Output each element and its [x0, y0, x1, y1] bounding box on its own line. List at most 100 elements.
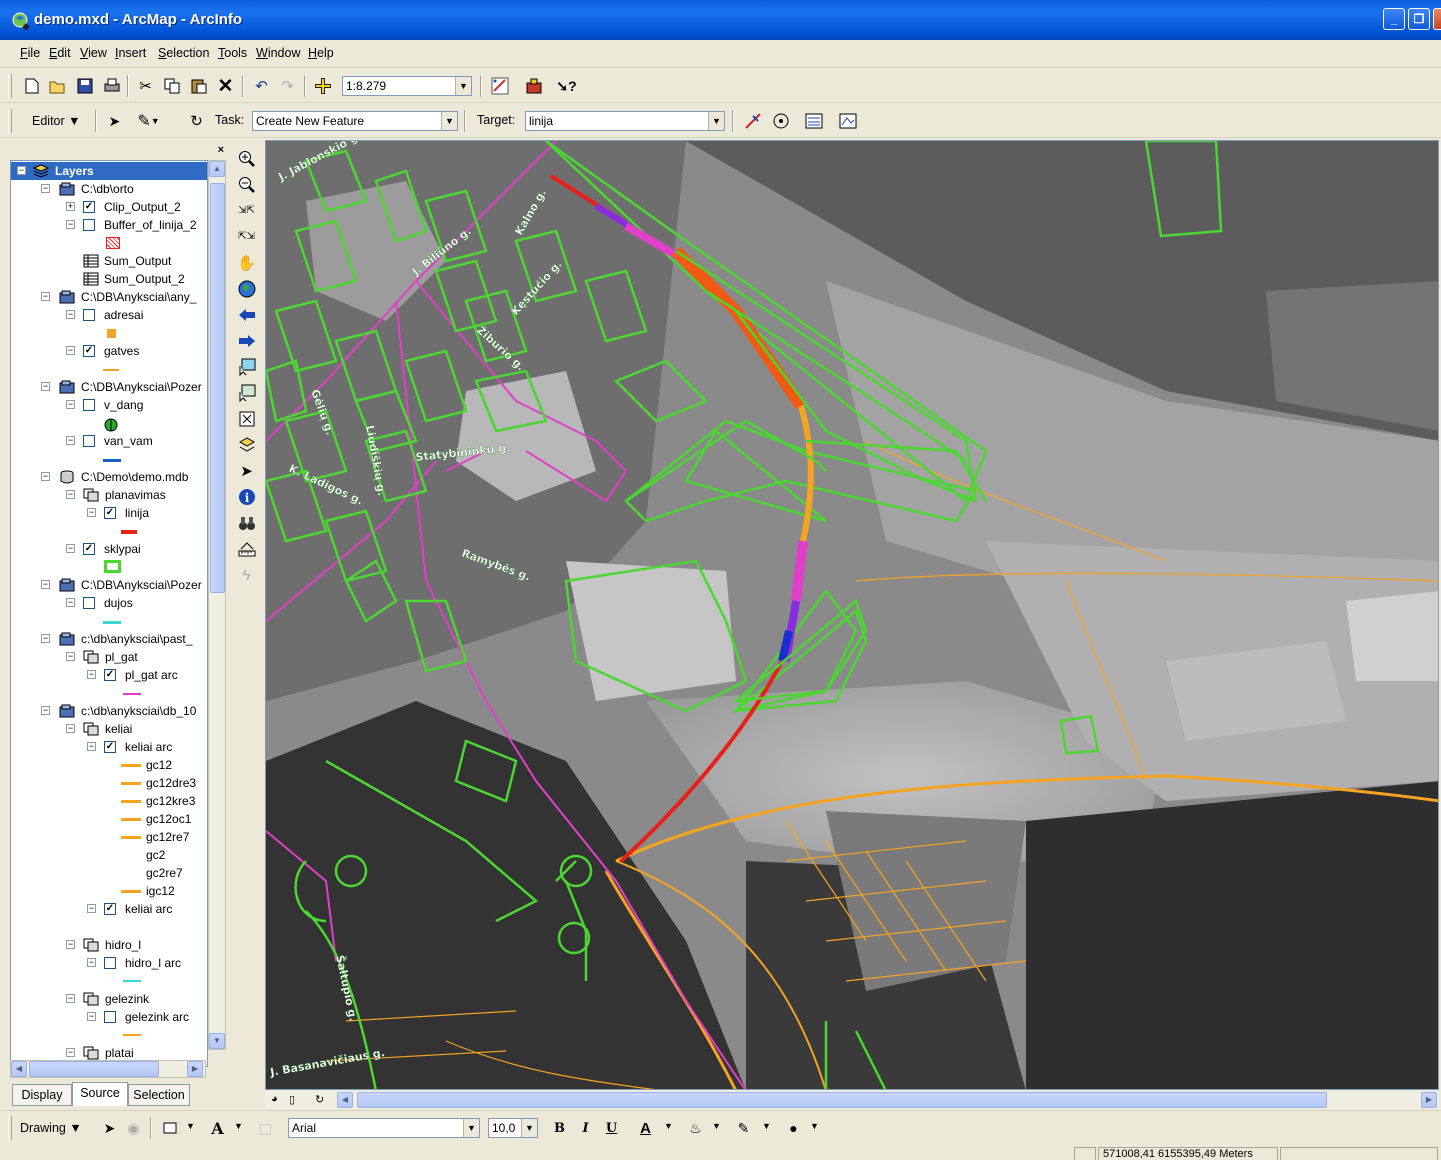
map-scale-combo[interactable]: 1:8.279▼: [342, 76, 472, 96]
new-document-icon[interactable]: [20, 75, 43, 97]
chevron-down-icon[interactable]: ▼: [441, 112, 457, 130]
chevron-down-icon[interactable]: ▼: [810, 1121, 819, 1131]
close-button[interactable]: [1433, 8, 1441, 30]
zoom-in-icon[interactable]: [235, 148, 258, 170]
chevron-down-icon[interactable]: ▼: [234, 1121, 243, 1131]
identify-icon[interactable]: i: [235, 486, 258, 508]
split-tool-icon[interactable]: [741, 110, 764, 132]
tab-selection[interactable]: Selection: [128, 1084, 190, 1106]
new-text-icon[interactable]: A: [211, 1118, 224, 1138]
fixed-zoom-in-icon[interactable]: ⇲⇱: [238, 205, 255, 216]
map-canvas[interactable]: J. Jablonskio g. J. Biliūno g. Kalno g. …: [266, 141, 1439, 1090]
forward-arrow-icon[interactable]: [235, 330, 258, 352]
sketch-properties-icon[interactable]: [836, 110, 859, 132]
target-combo[interactable]: linija▼: [525, 111, 725, 131]
select-elements-icon[interactable]: ➤: [103, 1119, 116, 1136]
layer-checkbox[interactable]: [83, 399, 95, 411]
edit-pointer-icon[interactable]: ➤: [108, 112, 121, 129]
zoom-out-icon[interactable]: [235, 174, 258, 196]
back-arrow-icon[interactable]: [235, 304, 258, 326]
save-icon[interactable]: [73, 75, 96, 97]
select-elements-arrow-icon[interactable]: ➤: [240, 463, 253, 480]
menu-view[interactable]: View: [80, 46, 107, 60]
line-color-icon[interactable]: ✎: [737, 1119, 750, 1136]
restore-button[interactable]: ❐: [1408, 8, 1430, 30]
underline-icon[interactable]: U: [605, 1120, 618, 1136]
layer-checkbox[interactable]: ✓: [83, 345, 95, 357]
layer-checkbox[interactable]: [83, 219, 95, 231]
arctoolbox-icon[interactable]: [522, 75, 545, 97]
rectangle-icon[interactable]: [158, 1117, 181, 1139]
select-features-icon[interactable]: [235, 356, 258, 378]
sketch-pencil-icon[interactable]: ✎▼: [137, 113, 160, 130]
layer-checkbox[interactable]: [104, 1011, 116, 1023]
layer-checkbox[interactable]: [83, 309, 95, 321]
layer-checkbox[interactable]: ✓: [104, 507, 116, 519]
refresh-icon[interactable]: ↻: [315, 1094, 325, 1106]
chevron-down-icon[interactable]: ▼: [521, 1119, 537, 1137]
data-view-icon[interactable]: ◕: [271, 1093, 278, 1105]
layer-checkbox[interactable]: [83, 597, 95, 609]
scrollbar-thumb[interactable]: [357, 1092, 1327, 1108]
menu-window[interactable]: Window: [256, 46, 301, 60]
rotate-icon[interactable]: ◉: [127, 1119, 140, 1136]
scroll-down-icon[interactable]: ▼: [209, 1033, 225, 1049]
menu-help[interactable]: Help: [308, 46, 334, 60]
copy-icon[interactable]: [160, 75, 183, 97]
menu-insert[interactable]: Insert: [115, 46, 147, 60]
layer-stack-icon[interactable]: [235, 434, 258, 456]
whats-this-help-icon[interactable]: ➘?: [556, 77, 577, 94]
redo-icon[interactable]: ↷: [281, 78, 294, 95]
task-combo[interactable]: Create New Feature▼: [252, 111, 458, 131]
menu-tools[interactable]: Tools: [218, 46, 248, 60]
font-color-icon[interactable]: A: [640, 1119, 651, 1137]
font-size-combo[interactable]: 10,0▼: [488, 1118, 538, 1138]
toc-vertical-scrollbar[interactable]: ▲ ▼: [208, 160, 226, 1050]
drawing-menu[interactable]: Drawing ▼: [20, 1121, 82, 1135]
undo-icon[interactable]: ↶: [255, 78, 268, 95]
layer-checkbox[interactable]: ✓: [104, 903, 116, 915]
editor-menu[interactable]: Editor ▼: [32, 114, 81, 128]
layer-checkbox[interactable]: ✓: [104, 669, 116, 681]
scroll-right-icon[interactable]: ▶: [1421, 1092, 1437, 1108]
select-elements-icon[interactable]: [235, 408, 258, 430]
minimize-button[interactable]: _: [1383, 8, 1405, 30]
find-binoculars-icon[interactable]: [235, 512, 258, 534]
chevron-down-icon[interactable]: ▼: [664, 1121, 673, 1131]
paste-icon[interactable]: [187, 75, 210, 97]
add-data-icon[interactable]: [311, 75, 334, 97]
tree-root-layers[interactable]: − Layers: [11, 162, 207, 180]
menu-file[interactable]: File: [20, 46, 41, 60]
scroll-left-icon[interactable]: ◀: [11, 1061, 27, 1077]
chevron-down-icon[interactable]: ▼: [762, 1121, 771, 1131]
chevron-down-icon[interactable]: ▼: [186, 1121, 195, 1131]
close-icon[interactable]: ×: [217, 144, 224, 156]
layout-view-icon[interactable]: ▯: [289, 1094, 296, 1106]
scroll-right-icon[interactable]: ▶: [187, 1061, 203, 1077]
chevron-down-icon[interactable]: ▼: [463, 1119, 479, 1137]
menu-selection[interactable]: Selection: [158, 46, 210, 60]
italic-icon[interactable]: I: [582, 1120, 589, 1136]
delete-icon[interactable]: ✕: [217, 75, 234, 97]
tab-source[interactable]: Source: [72, 1082, 128, 1106]
chevron-down-icon[interactable]: ▼: [455, 77, 471, 95]
layer-checkbox[interactable]: ✓: [104, 741, 116, 753]
scrollbar-thumb[interactable]: [210, 183, 225, 593]
layer-checkbox[interactable]: [83, 435, 95, 447]
layer-checkbox[interactable]: ✓: [83, 543, 95, 555]
hyperlink-lightning-icon[interactable]: ϟ: [242, 566, 251, 584]
attributes-icon[interactable]: [802, 110, 825, 132]
fixed-zoom-out-icon[interactable]: ⇱⇲: [238, 231, 255, 242]
rotate-icon[interactable]: ↻: [190, 113, 203, 130]
chevron-down-icon[interactable]: ▼: [708, 112, 724, 130]
open-folder-icon[interactable]: [46, 75, 69, 97]
menu-edit[interactable]: Edit: [49, 46, 71, 60]
cut-icon[interactable]: ✂: [139, 78, 152, 95]
font-combo[interactable]: Arial▼: [288, 1118, 480, 1138]
map-scrollbar[interactable]: ◕ ▯ ↻ ◀ ▶: [265, 1091, 1439, 1109]
scrollbar-thumb[interactable]: [29, 1061, 159, 1077]
bold-icon[interactable]: B: [554, 1120, 565, 1136]
edit-vertices-icon[interactable]: ⬚: [258, 1119, 273, 1136]
chevron-down-icon[interactable]: ▼: [712, 1121, 721, 1131]
pan-hand-icon[interactable]: ✋: [237, 255, 256, 272]
